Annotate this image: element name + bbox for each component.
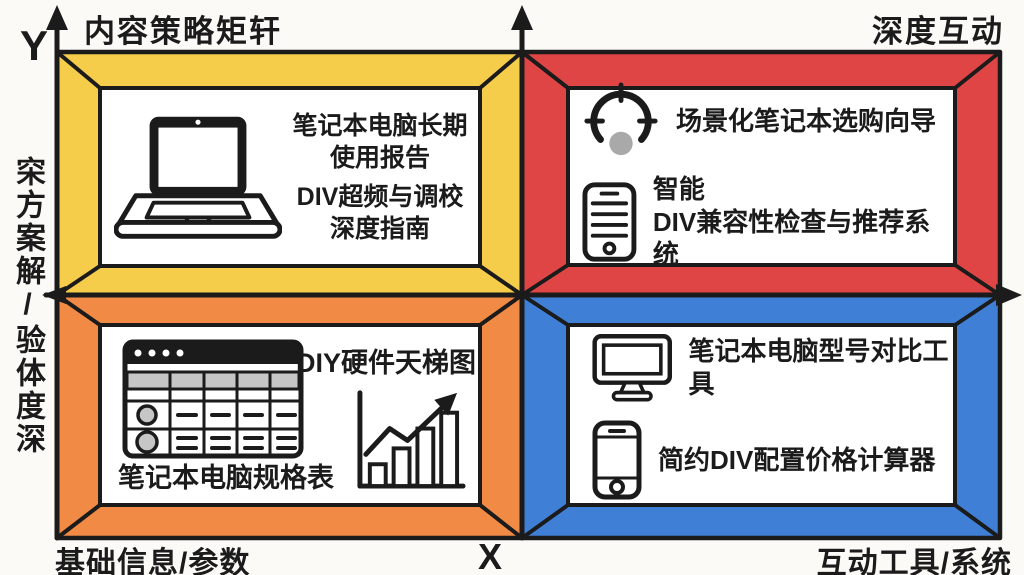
- laptop-icon: [114, 116, 282, 239]
- center-axis-arrowhead: [511, 5, 533, 30]
- top-left-text-block: 笔记本电脑长期 使用报告 DIV超频与调校 深度指南: [286, 103, 474, 252]
- smartphone-icon: [592, 420, 642, 500]
- spec-table-icon: [122, 339, 304, 459]
- quadrant-top-right-content: 场景化笔记本选购向导 智能 DIV兼容性检查与推荐系统: [568, 82, 950, 269]
- top-right-item-2-label: 智能 DIV兼容性检查与推荐系统: [653, 173, 950, 271]
- rising-chart-icon: [357, 390, 466, 489]
- top-left-line: 深度指南: [329, 214, 430, 243]
- bottom-right-item-1: 笔记本电脑型号对比工具: [592, 330, 950, 405]
- top-left-line: 笔记本电脑长期: [292, 111, 468, 140]
- top-right-item-2-line2: DIV兼容性检查与推荐系统: [652, 206, 931, 270]
- x-axis-label: X: [478, 536, 503, 575]
- top-right-item-2-line1: 智能: [652, 174, 705, 205]
- quadrant-top-left-content: 笔记本电脑长期 使用报告 DIV超频与调校 深度指南: [100, 88, 480, 266]
- top-left-line: DIV超频与调校: [296, 182, 464, 211]
- top-right-item-1: 场景化笔记本选购向导: [582, 82, 950, 160]
- bottom-right-item-2-label: 简约DIV配置价格计算器: [658, 444, 936, 475]
- bottom-right-item-1-label: 笔记本电脑型号对比工具: [688, 336, 949, 399]
- smartphone-list-icon: [582, 182, 637, 262]
- corner-label-bottom-left: 基础信息/参数: [55, 547, 251, 575]
- bottom-left-bottom-label: 笔记本电脑规格表: [118, 463, 334, 493]
- bottom-left-top-label: DIY硬件天梯图: [295, 348, 476, 378]
- top-left-line: 使用报告: [329, 143, 430, 172]
- corner-label-top-right: 深度互动: [872, 14, 1004, 49]
- top-right-item-2: 智能 DIV兼容性检查与推荐系统: [582, 173, 950, 271]
- gauge-icon: [584, 82, 658, 156]
- quadrant-bottom-right-content: 笔记本电脑型号对比工具 简约DIV配置价格计算器: [568, 325, 950, 505]
- corner-label-bottom-right: 互动工具/系统: [816, 547, 1012, 575]
- x-axis-right-arrowhead: [996, 284, 1022, 306]
- y-axis-label: Y: [20, 22, 49, 69]
- monitor-icon: [592, 333, 673, 402]
- bottom-right-item-2: 简约DIV配置价格计算器: [592, 420, 950, 500]
- quadrant-bottom-left-content: DIY硬件天梯图 笔记本电脑规格表: [100, 325, 480, 505]
- top-right-item-1-label: 场景化笔记本选购向导: [676, 106, 937, 136]
- left-axis-vertical-label: 穼方案解/验体度深: [11, 156, 44, 456]
- diagram-title: 内容策略矩轩: [84, 14, 282, 49]
- y-axis-arrowhead: [46, 5, 68, 30]
